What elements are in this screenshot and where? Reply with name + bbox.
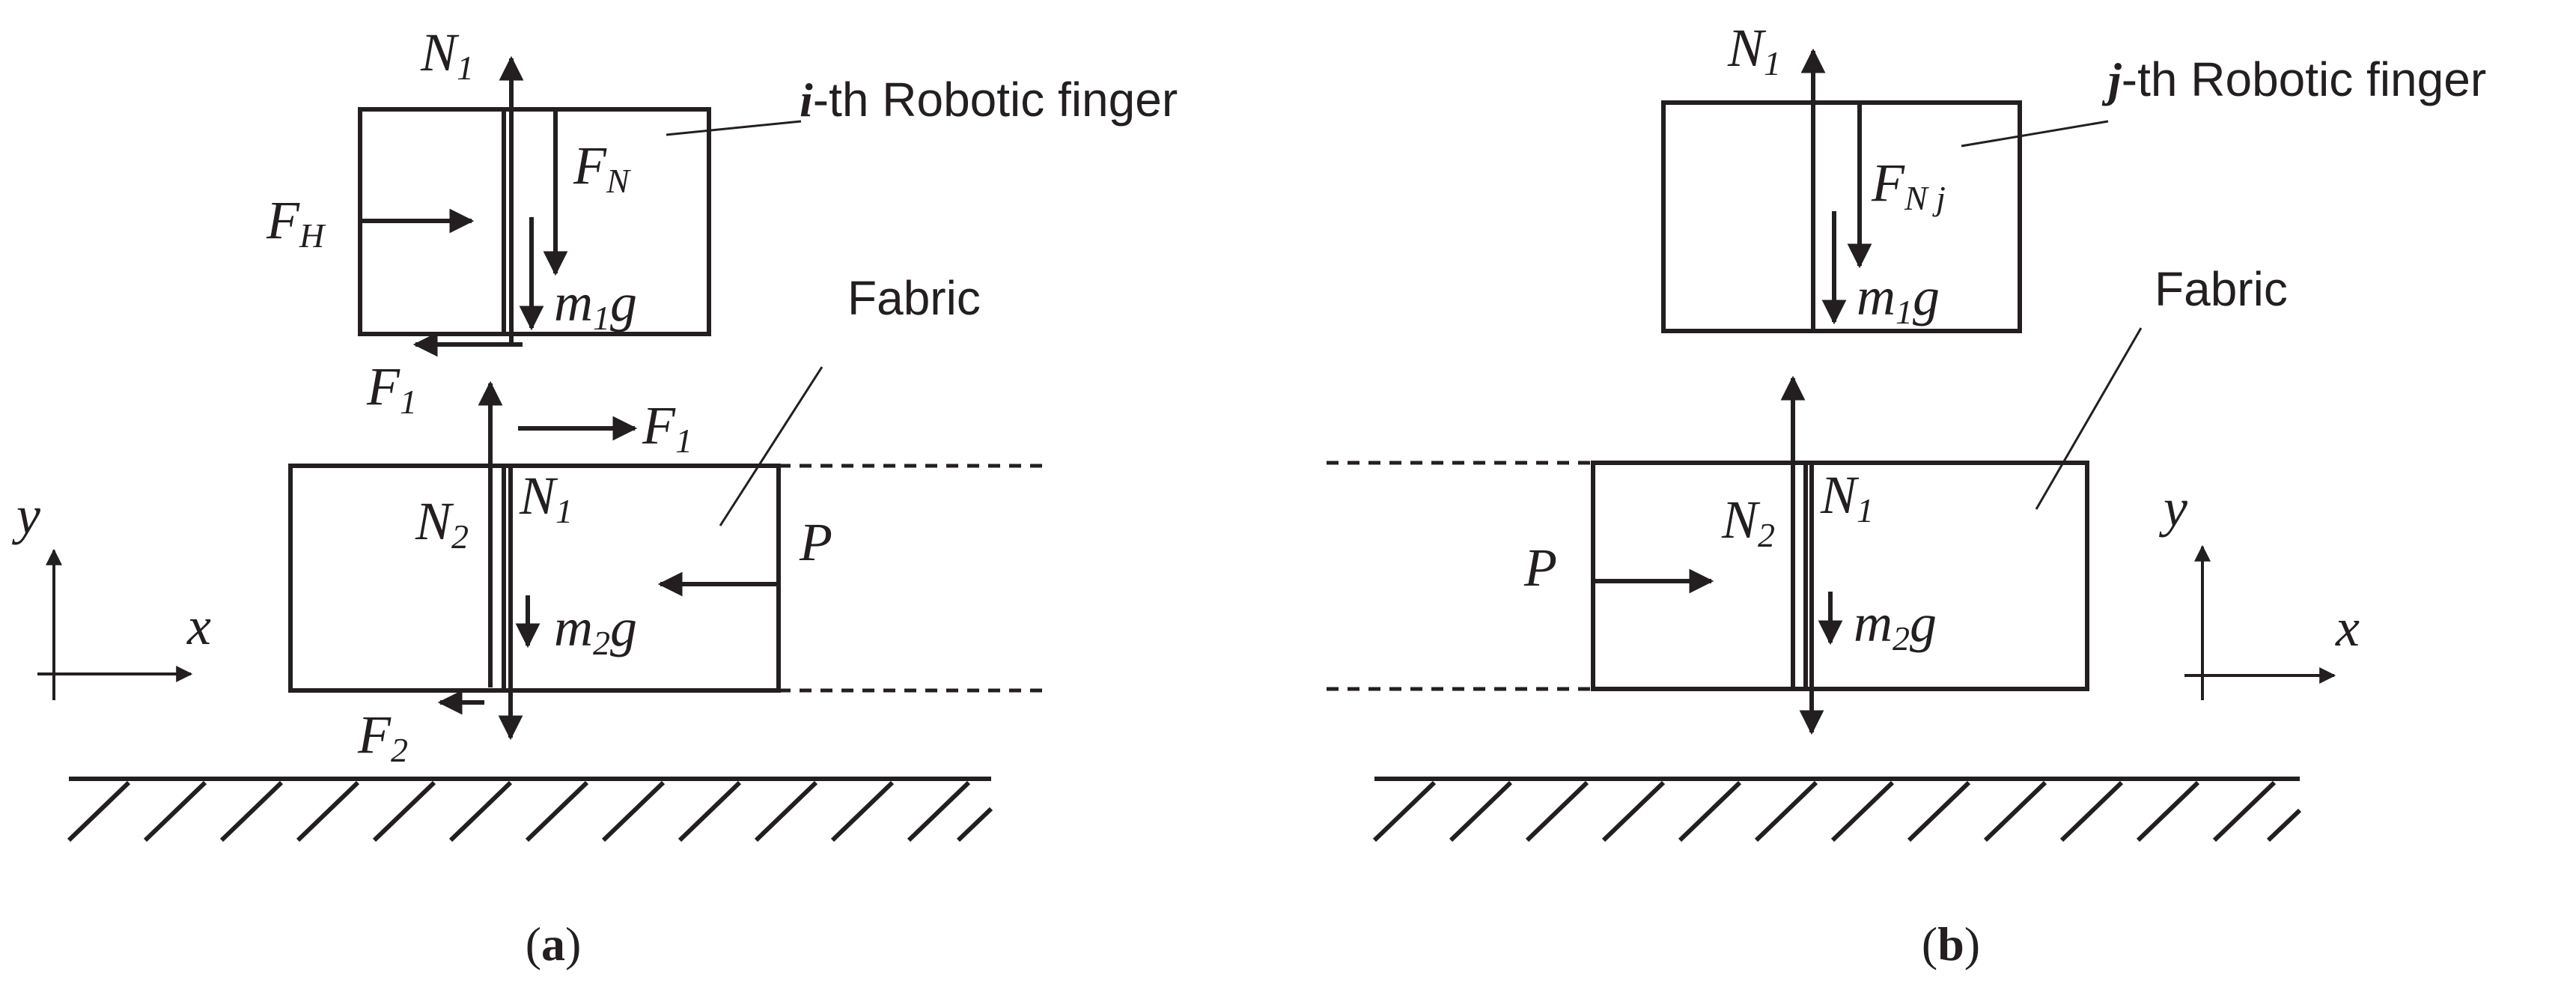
finger-label-b: j-th Robotic finger [2101,52,2486,106]
finger-label-a: i-th Robotic finger [800,73,1178,127]
panel-a: i-th Robotic finger Fabric N1 FN FH m1g … [11,22,1178,971]
n1-top-label-a: N1 [420,22,474,87]
m2g-label-a: m2g [554,598,637,662]
fnj-label-b: FN j [1871,153,1946,217]
fh-label-a: FH [266,190,326,255]
fabric-block-b [1591,461,2089,691]
f1-left-label-a: F1 [366,356,417,421]
n1-top-label-b: N1 [1727,18,1781,82]
ground-hatch-a [67,780,993,842]
finger-block-b [1661,100,2022,333]
f2-label-a: F2 [357,705,408,769]
y-axis-label-a: y [11,485,40,545]
fn-label-a: FN [573,136,631,200]
fabric-label-b: Fabric [2155,262,2288,316]
caption-b: (b) [1922,917,1980,971]
caption-a: (a) [526,917,582,971]
x-axis-label-b: x [2335,598,2360,658]
y-axis-label-b: y [2158,478,2187,538]
finger-leader-b [1961,120,2109,148]
finger-leader-a [666,120,802,136]
fabric-block-a [288,464,781,693]
n1-fabric-label-a: N1 [519,466,573,530]
m1g-label-b: m1g [1857,267,1940,331]
f1-right-label-a: F1 [642,395,692,460]
p-label-a: P [799,512,832,572]
m1g-label-a: m1g [554,273,637,337]
x-axis-label-a: x [186,596,211,656]
n2-label-a: N2 [415,491,469,556]
m2g-label-b: m2g [1854,593,1937,658]
n2-label-b: N2 [1721,490,1775,554]
fabric-label-a: Fabric [847,271,981,325]
n1-fabric-label-b: N1 [1820,465,1874,529]
fabric-leader-b [2035,327,2143,510]
fabric-leader-a [719,366,823,526]
p-label-b: P [1523,538,1557,598]
ground-hatch-b [1372,780,2302,842]
panel-b: j-th Robotic finger Fabric N1 FN j m1g N… [1327,18,2486,971]
